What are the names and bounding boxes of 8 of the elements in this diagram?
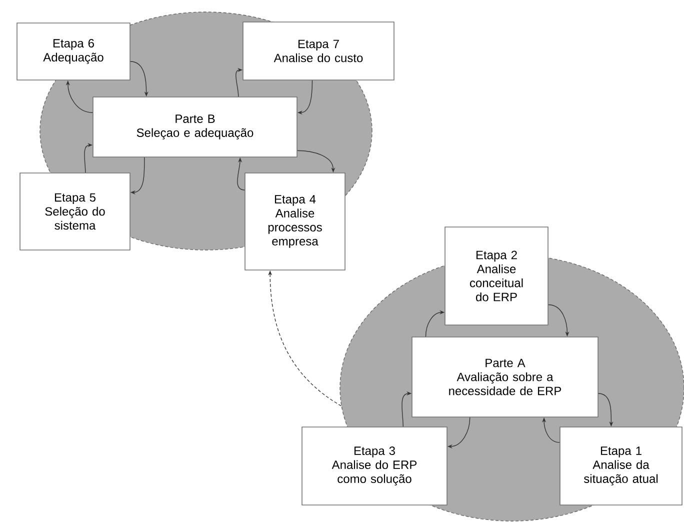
step-box: Etapa 5 Seleção do sistema — [20, 172, 130, 250]
step-box: Etapa 3 Analise do ERP como solução — [302, 426, 448, 506]
step-box: Etapa 2 Analise conceitual do ERP — [444, 226, 548, 326]
part-box: Parte B Seleçao e adequação — [92, 96, 298, 158]
step-box: Etapa 6 Adequação — [16, 22, 130, 80]
step-box: Etapa 7 Analise do custo — [242, 22, 394, 80]
step-box: Etapa 4 Analise processos empresa — [244, 172, 346, 270]
part-box: Parte A Avaliação sobre a necessidade de ERP — [412, 336, 598, 418]
